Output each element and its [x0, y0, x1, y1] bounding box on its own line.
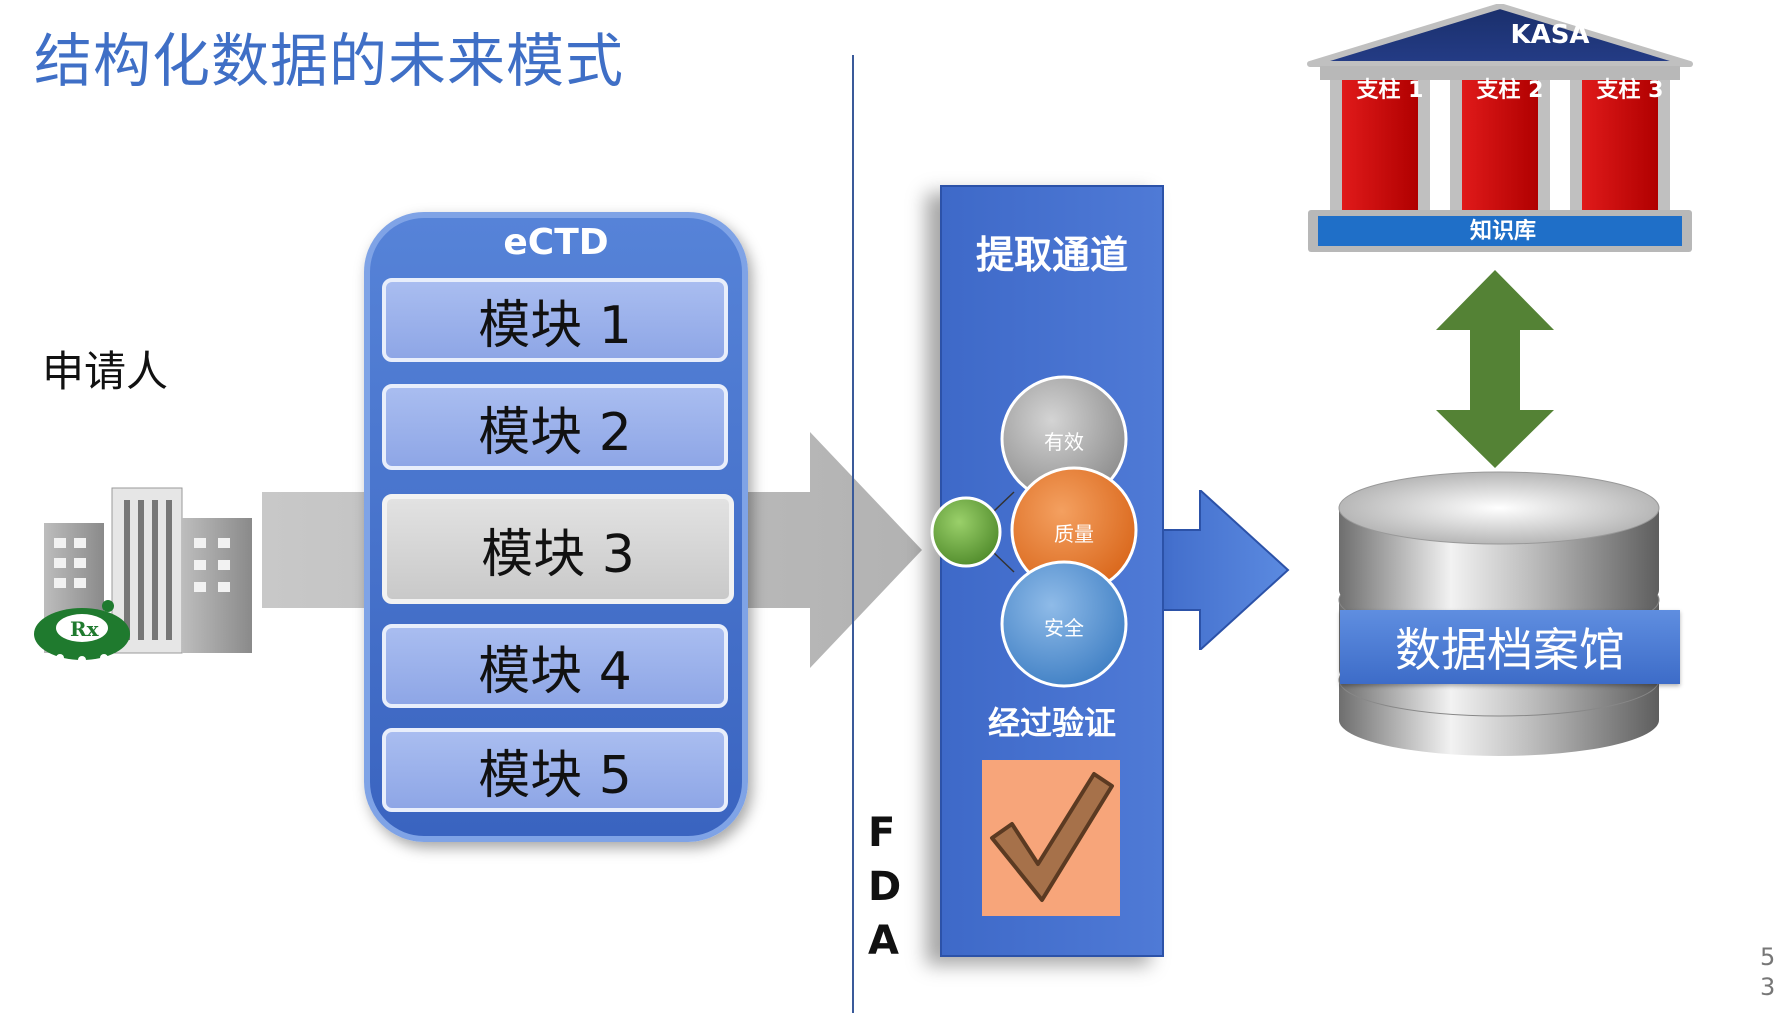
double-arrow-icon [1436, 270, 1554, 468]
module-1: 模块 1 [382, 278, 728, 362]
fda-letter: F [868, 810, 896, 856]
data-archive-label: 数据档案馆 [1340, 610, 1680, 684]
pillar-1-label: 支柱 1 [1356, 78, 1424, 103]
pharmacy-rx-icon: Rx [34, 600, 130, 664]
knowledge-base-label: 知识库 [1469, 219, 1536, 244]
extraction-channel-label: 提取通道 [975, 233, 1128, 277]
module-4: 模块 4 [382, 624, 728, 708]
fda-divider-line [852, 55, 854, 1013]
page-number: 5 3 [1760, 942, 1780, 1002]
circle-small [930, 496, 1002, 568]
ectd-label: eCTD [503, 222, 609, 263]
verified-label: 经过验证 [987, 704, 1116, 742]
module-2: 模块 2 [382, 384, 728, 470]
applicant-label: 申请人 [42, 347, 169, 396]
fda-letter: A [868, 918, 899, 964]
checkmark-icon [982, 760, 1120, 916]
module-5: 模块 5 [382, 728, 728, 812]
page-number-digit: 5 [1760, 943, 1776, 971]
circle-label-bottom: 安全 [1044, 616, 1084, 640]
fda-letter: D [868, 864, 902, 910]
fda-label: F D A [868, 806, 908, 968]
building-icon [44, 487, 252, 654]
circle-label-middle: 质量 [1054, 522, 1094, 546]
page-title: 结构化数据的未来模式 [34, 27, 625, 95]
circle-label-top: 有效 [1044, 430, 1084, 454]
pillar-2-label: 支柱 2 [1476, 78, 1544, 103]
module-3: 模块 3 [382, 494, 734, 604]
kasa-label: KASA [1510, 20, 1590, 50]
data-circles [930, 375, 1138, 688]
page-number-digit: 3 [1760, 973, 1776, 1001]
kasa-building [1307, 4, 1693, 252]
circle-bottom [1000, 560, 1128, 688]
svg-text:Rx: Rx [70, 617, 100, 641]
pillar-3-label: 支柱 3 [1596, 78, 1664, 103]
